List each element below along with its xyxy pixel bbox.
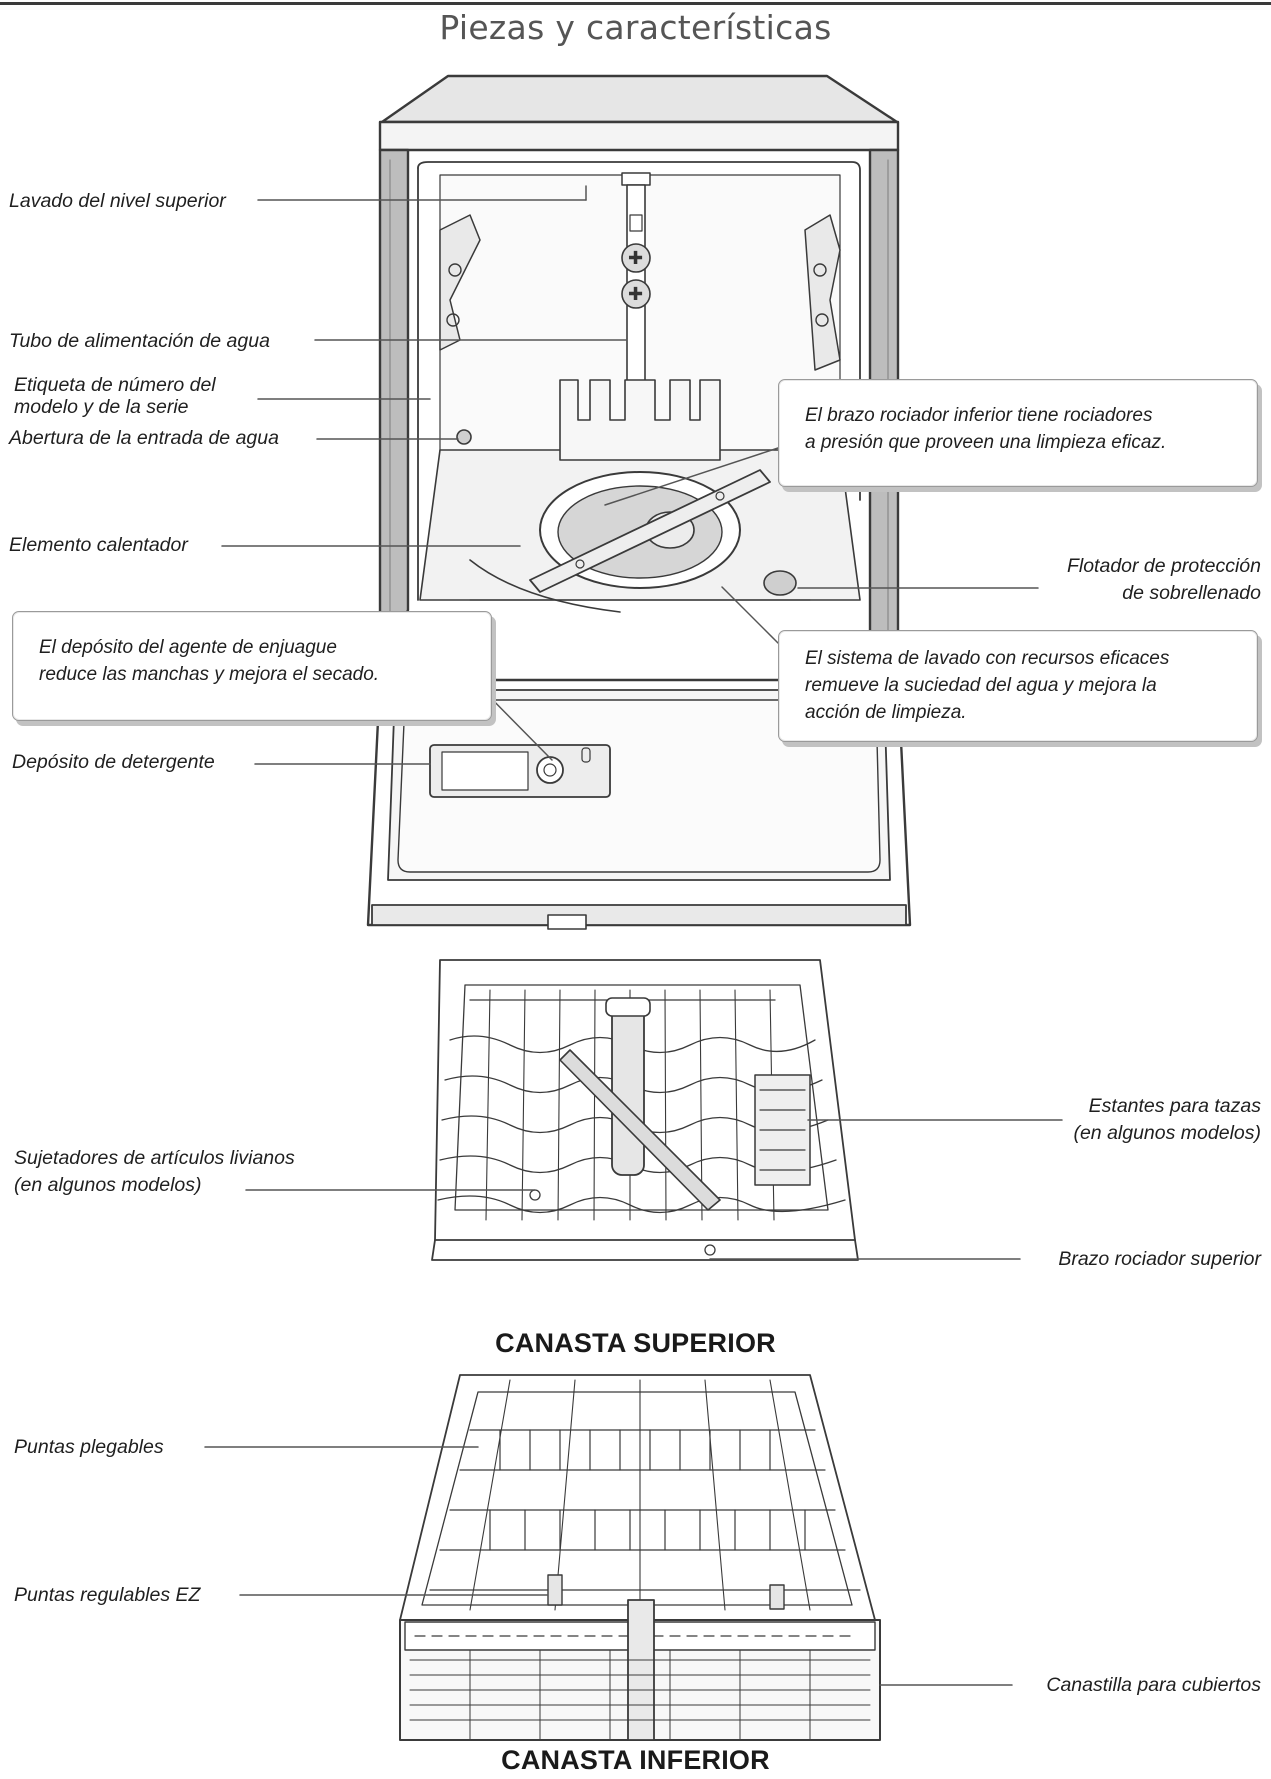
label-canastilla: Canastilla para cubiertos — [1046, 1674, 1261, 1696]
label-abertura-entrada: Abertura de la entrada de agua — [9, 427, 279, 449]
label-elemento-calentador: Elemento calentador — [9, 534, 188, 556]
label-estantes-line2: (en algunos modelos) — [1073, 1122, 1261, 1144]
label-sujetadores-line1: Sujetadores de artículos livianos — [14, 1147, 295, 1169]
label-flotador-line2: de sobrellenado — [1122, 582, 1261, 604]
label-etiqueta-line2: modelo y de la serie — [14, 396, 189, 418]
lower-rack-drawing — [399, 1374, 881, 1741]
svg-text:✚: ✚ — [628, 284, 643, 304]
callout-brazo-inferior-line2: a presión que proveen una limpieza efica… — [805, 432, 1167, 453]
label-brazo-superior: Brazo rociador superior — [1058, 1248, 1261, 1270]
page-title: Piezas y características — [439, 8, 832, 47]
callout-sistema-lavado-line3: acción de limpieza. — [805, 702, 967, 723]
leader-lines — [204, 185, 1063, 1686]
dishwasher-tub-drawing: ✚ ✚ — [366, 74, 912, 930]
label-sujetadores-line2: (en algunos modelos) — [14, 1174, 202, 1196]
label-puntas-regulables: Puntas regulables EZ — [14, 1584, 201, 1606]
callout-brazo-inferior-line1: El brazo rociador inferior tiene rociado… — [805, 405, 1153, 426]
label-etiqueta-line1: Etiqueta de número del — [14, 374, 216, 396]
label-estantes-line1: Estantes para tazas — [1088, 1095, 1261, 1117]
callout-brazo-inferior: El brazo rociador inferior tiene rociado… — [778, 379, 1258, 487]
label-deposito-detergente: Depósito de detergente — [12, 751, 215, 773]
svg-text:✚: ✚ — [628, 248, 643, 268]
label-tubo-alimentacion: Tubo de alimentación de agua — [9, 330, 270, 352]
callout-sistema-lavado: El sistema de lavado con recursos eficac… — [778, 630, 1258, 742]
top-rule — [0, 2, 1271, 5]
callout-sistema-lavado-line2: remueve la suciedad del agua y mejora la — [805, 675, 1157, 696]
upper-rack-drawing — [431, 959, 859, 1261]
callout-agente-enjuague-line2: reduce las manchas y mejora el secado. — [39, 664, 380, 685]
label-flotador-line1: Flotador de protección — [1066, 555, 1261, 577]
label-lavado-nivel-superior: Lavado del nivel superior — [9, 190, 226, 212]
callout-agente-enjuague: El depósito del agente de enjuague reduc… — [12, 611, 492, 721]
label-puntas-plegables: Puntas plegables — [14, 1436, 164, 1458]
callout-sistema-lavado-line1: El sistema de lavado con recursos eficac… — [805, 648, 1170, 669]
section-title-lower: CANASTA INFERIOR — [501, 1745, 770, 1775]
callout-agente-enjuague-line1: El depósito del agente de enjuague — [39, 637, 337, 658]
section-title-upper: CANASTA SUPERIOR — [495, 1328, 776, 1358]
